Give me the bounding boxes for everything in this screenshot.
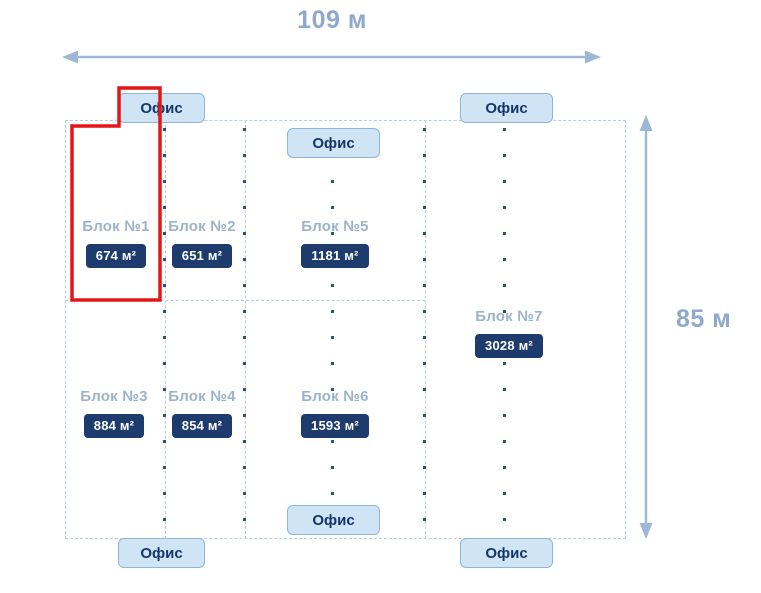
office-box-bottom-right: Офис [460,538,553,568]
office-label: Офис [140,544,183,562]
office-label: Офис [312,511,355,529]
office-box-top-left: Офис [118,93,205,123]
column-grid-dots [243,128,246,532]
block-6[interactable]: Блок №6 1593 м² [288,388,382,438]
height-dimension-label: 85 м [676,305,732,333]
office-box-top-middle: Офис [287,128,380,158]
column-grid-dots [423,128,426,532]
height-dimension-arrow [639,115,653,539]
office-label: Офис [312,134,355,152]
office-label: Офис [485,99,528,117]
block-2[interactable]: Блок №2 651 м² [156,218,248,268]
column-grid-dots [163,128,166,532]
block-5-label: Блок №5 [301,218,369,235]
block-4[interactable]: Блок №4 854 м² [156,388,248,438]
block-7[interactable]: Блок №7 3028 м² [460,308,558,358]
block-3-label: Блок №3 [80,388,148,405]
column-grid-dots [331,128,334,532]
office-label: Офис [140,99,183,117]
block-5-area-badge: 1181 м² [301,244,369,268]
office-label: Офис [485,544,528,562]
office-box-bottom-middle: Офис [287,505,380,535]
column-grid-dots [503,128,506,532]
block-1-area-badge: 674 м² [85,244,147,268]
building-outline [65,120,626,539]
block-5[interactable]: Блок №5 1181 м² [288,218,382,268]
block-4-label: Блок №4 [168,388,236,405]
block-2-label: Блок №2 [168,218,236,235]
block-3-area-badge: 884 м² [83,414,145,438]
block-4-area-badge: 854 м² [171,414,233,438]
width-dimension-arrow [62,50,601,64]
office-box-top-right: Офис [460,93,553,123]
block-1[interactable]: Блок №1 674 м² [70,218,162,268]
block-7-area-badge: 3028 м² [475,334,543,358]
block-7-label: Блок №7 [475,308,543,325]
block-6-area-badge: 1593 м² [301,414,369,438]
block-2-area-badge: 651 м² [171,244,233,268]
office-box-bottom-left: Офис [118,538,205,568]
block-3[interactable]: Блок №3 884 м² [68,388,160,438]
width-dimension-label: 109 м [297,6,367,34]
block-6-label: Блок №6 [301,388,369,405]
block-1-label: Блок №1 [82,218,150,235]
